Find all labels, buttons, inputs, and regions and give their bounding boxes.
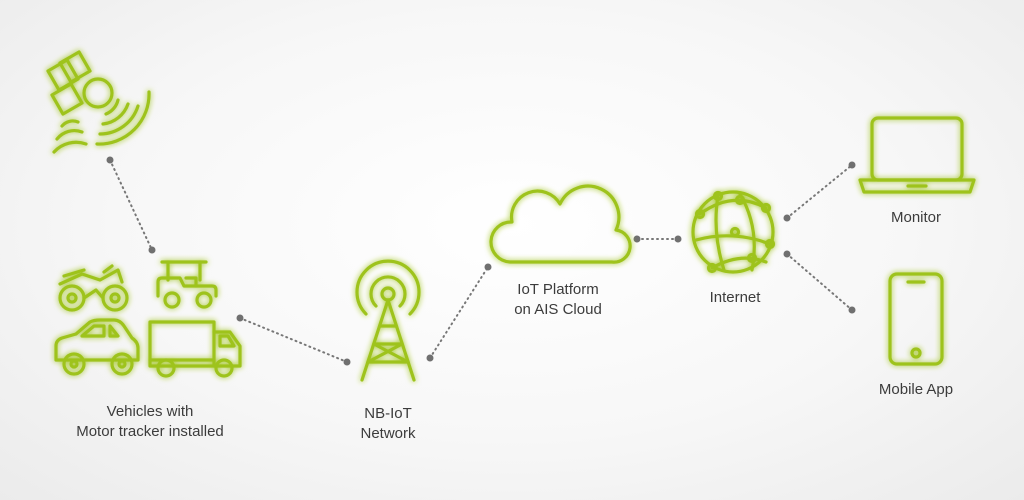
platform-label-line1: IoT Platform [517, 281, 599, 298]
connector-dot [106, 156, 114, 164]
connector-dot [484, 263, 492, 271]
connector-dot [343, 358, 351, 366]
vehicles-label-line2: Motor tracker installed [76, 423, 224, 440]
network-label-line1: NB-IoT [364, 405, 412, 422]
platform-label-line2: on AIS Cloud [514, 301, 602, 318]
vehicles-label-line1: Vehicles with [106, 403, 194, 420]
network-label: NB-IoT Network [330, 404, 446, 444]
connector-dot [783, 214, 791, 222]
internet-label: Internet [683, 288, 787, 308]
globe-icon [691, 190, 776, 274]
satellite-icon [46, 50, 151, 154]
connector-dot [848, 306, 856, 314]
truck-icon [148, 320, 242, 378]
connector-satellite-vehicles [109, 159, 153, 251]
connector-network-cloud [429, 266, 489, 359]
connector-dot [674, 235, 682, 243]
monitor-label-text: Monitor [890, 209, 942, 226]
connector-dot [236, 314, 244, 322]
vehicles-label: Vehicles with Motor tracker installed [40, 402, 260, 442]
car-icon [54, 318, 140, 376]
connector-dot [783, 250, 791, 258]
cell-tower-icon [355, 259, 421, 382]
smartphone-icon [888, 272, 944, 366]
connector-dot [148, 246, 156, 254]
internet-label-text: Internet [709, 289, 761, 306]
laptop-icon [858, 116, 976, 194]
platform-label: IoT Platform on AIS Cloud [488, 280, 628, 320]
connector-dot [848, 161, 856, 169]
connector-dot [633, 235, 641, 243]
monitor-label: Monitor [866, 208, 966, 228]
golf-cart-icon [156, 260, 218, 309]
connector-internet-mobile [786, 253, 853, 311]
mobile-label: Mobile App [856, 380, 976, 400]
cloud-icon [489, 184, 632, 264]
motorcycle-icon [58, 264, 129, 312]
connector-dot [426, 354, 434, 362]
connector-vehicles-network [239, 317, 348, 363]
connector-internet-monitor [786, 164, 853, 219]
network-label-line2: Network [360, 425, 416, 442]
mobile-label-text: Mobile App [878, 381, 954, 398]
